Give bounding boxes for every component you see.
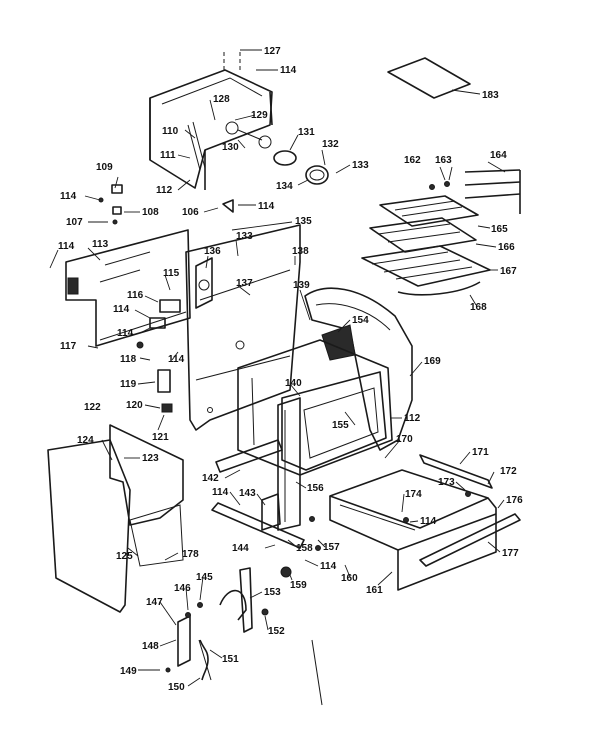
- callout-153: 153: [264, 587, 281, 598]
- callout-133: 133: [236, 231, 253, 242]
- callout-152: 152: [268, 626, 285, 637]
- callout-114: 114: [58, 241, 75, 252]
- callout-labels: 127 114 183 128 129 110 131 130 132 111 …: [58, 46, 523, 693]
- callout-128: 128: [213, 94, 230, 105]
- oven-liner: [237, 339, 393, 476]
- callout-133: 133: [352, 160, 369, 171]
- callout-177: 177: [502, 548, 519, 559]
- callout-114: 114: [420, 516, 437, 527]
- callout-159: 159: [290, 580, 307, 591]
- callout-117: 117: [60, 341, 77, 352]
- callout-167: 167: [500, 266, 517, 277]
- callout-121: 121: [152, 432, 169, 443]
- callout-114: 114: [212, 487, 229, 498]
- burner-ring-assembly: [273, 150, 329, 185]
- callout-149: 149: [120, 666, 137, 677]
- callout-122: 122: [84, 402, 101, 413]
- callout-169: 169: [424, 356, 441, 367]
- callout-130: 130: [222, 142, 239, 153]
- callout-135: 135: [295, 216, 312, 227]
- small-bracket-parts: [98, 184, 234, 225]
- callout-134: 134: [276, 181, 293, 192]
- callout-114: 114: [113, 304, 130, 315]
- callout-131: 131: [298, 127, 315, 138]
- callout-170: 170: [396, 434, 413, 445]
- bottom-rails: [211, 439, 321, 578]
- outer-right-side: [304, 287, 413, 451]
- callout-109: 109: [96, 162, 113, 173]
- callout-124: 124: [77, 435, 94, 446]
- back-panel: [65, 229, 191, 347]
- callout-119: 119: [120, 379, 137, 390]
- callout-168: 168: [470, 302, 487, 313]
- callout-114: 114: [320, 561, 337, 572]
- callout-160: 160: [341, 573, 358, 584]
- callout-162: 162: [404, 155, 421, 166]
- callout-166: 166: [498, 242, 515, 253]
- callout-174: 174: [405, 489, 422, 500]
- callout-118: 118: [120, 354, 137, 365]
- callout-158: 158: [296, 543, 313, 554]
- callout-176: 176: [506, 495, 523, 506]
- top-lid-panel: [387, 57, 471, 99]
- callout-143: 143: [239, 488, 256, 499]
- callout-161: 161: [366, 585, 383, 596]
- callout-132: 132: [322, 139, 339, 150]
- callout-123: 123: [142, 453, 159, 464]
- callout-144: 144: [232, 543, 249, 554]
- callout-111: 111: [160, 150, 176, 161]
- callout-156: 156: [307, 483, 324, 494]
- callout-113: 113: [92, 239, 109, 250]
- callout-154: 154: [352, 315, 369, 326]
- callout-107: 107: [66, 217, 83, 228]
- callout-137: 137: [236, 278, 253, 289]
- callout-115: 115: [163, 268, 180, 279]
- side-panel: [185, 224, 301, 431]
- callout-171: 171: [472, 447, 489, 458]
- callout-138: 138: [292, 246, 309, 257]
- callout-114: 114: [60, 191, 77, 202]
- door-frame: [277, 397, 301, 531]
- callout-142: 142: [202, 473, 219, 484]
- callout-146: 146: [174, 583, 191, 594]
- callout-114: 114: [280, 65, 297, 76]
- callout-108: 108: [142, 207, 159, 218]
- oven-top-cabinet: [149, 52, 273, 190]
- callout-106: 106: [182, 207, 199, 218]
- callout-157: 157: [323, 542, 340, 553]
- callout-110: 110: [162, 126, 179, 137]
- callout-112: 112: [156, 185, 173, 196]
- callout-114: 114: [168, 354, 185, 365]
- callout-163: 163: [435, 155, 452, 166]
- callout-120: 120: [126, 400, 143, 411]
- callout-183: 183: [482, 90, 499, 101]
- callout-178: 178: [182, 549, 199, 560]
- callout-136: 136: [204, 246, 221, 257]
- callout-127: 127: [264, 46, 281, 57]
- left-side-panel: [47, 424, 184, 613]
- callout-151: 151: [222, 654, 239, 665]
- callout-147: 147: [146, 597, 163, 608]
- callout-155: 155: [332, 420, 349, 431]
- callout-112: 112: [404, 413, 421, 424]
- callout-140: 140: [285, 378, 302, 389]
- callout-114: 114: [258, 201, 275, 212]
- callout-165: 165: [491, 224, 508, 235]
- control-components: [136, 257, 213, 413]
- callout-116: 116: [127, 290, 144, 301]
- leader-lines: [49, 49, 506, 687]
- callout-145: 145: [196, 572, 213, 583]
- callout-173: 173: [438, 477, 455, 488]
- callout-139: 139: [293, 280, 310, 291]
- callout-148: 148: [142, 641, 159, 652]
- callout-172: 172: [500, 466, 517, 477]
- callout-114: 114: [117, 328, 134, 339]
- callout-129: 129: [251, 110, 268, 121]
- callout-164: 164: [490, 150, 507, 161]
- storage-drawer: [329, 454, 521, 591]
- hinge-and-spring-parts: [165, 567, 323, 706]
- callout-125: 125: [116, 551, 133, 562]
- callout-150: 150: [168, 682, 185, 693]
